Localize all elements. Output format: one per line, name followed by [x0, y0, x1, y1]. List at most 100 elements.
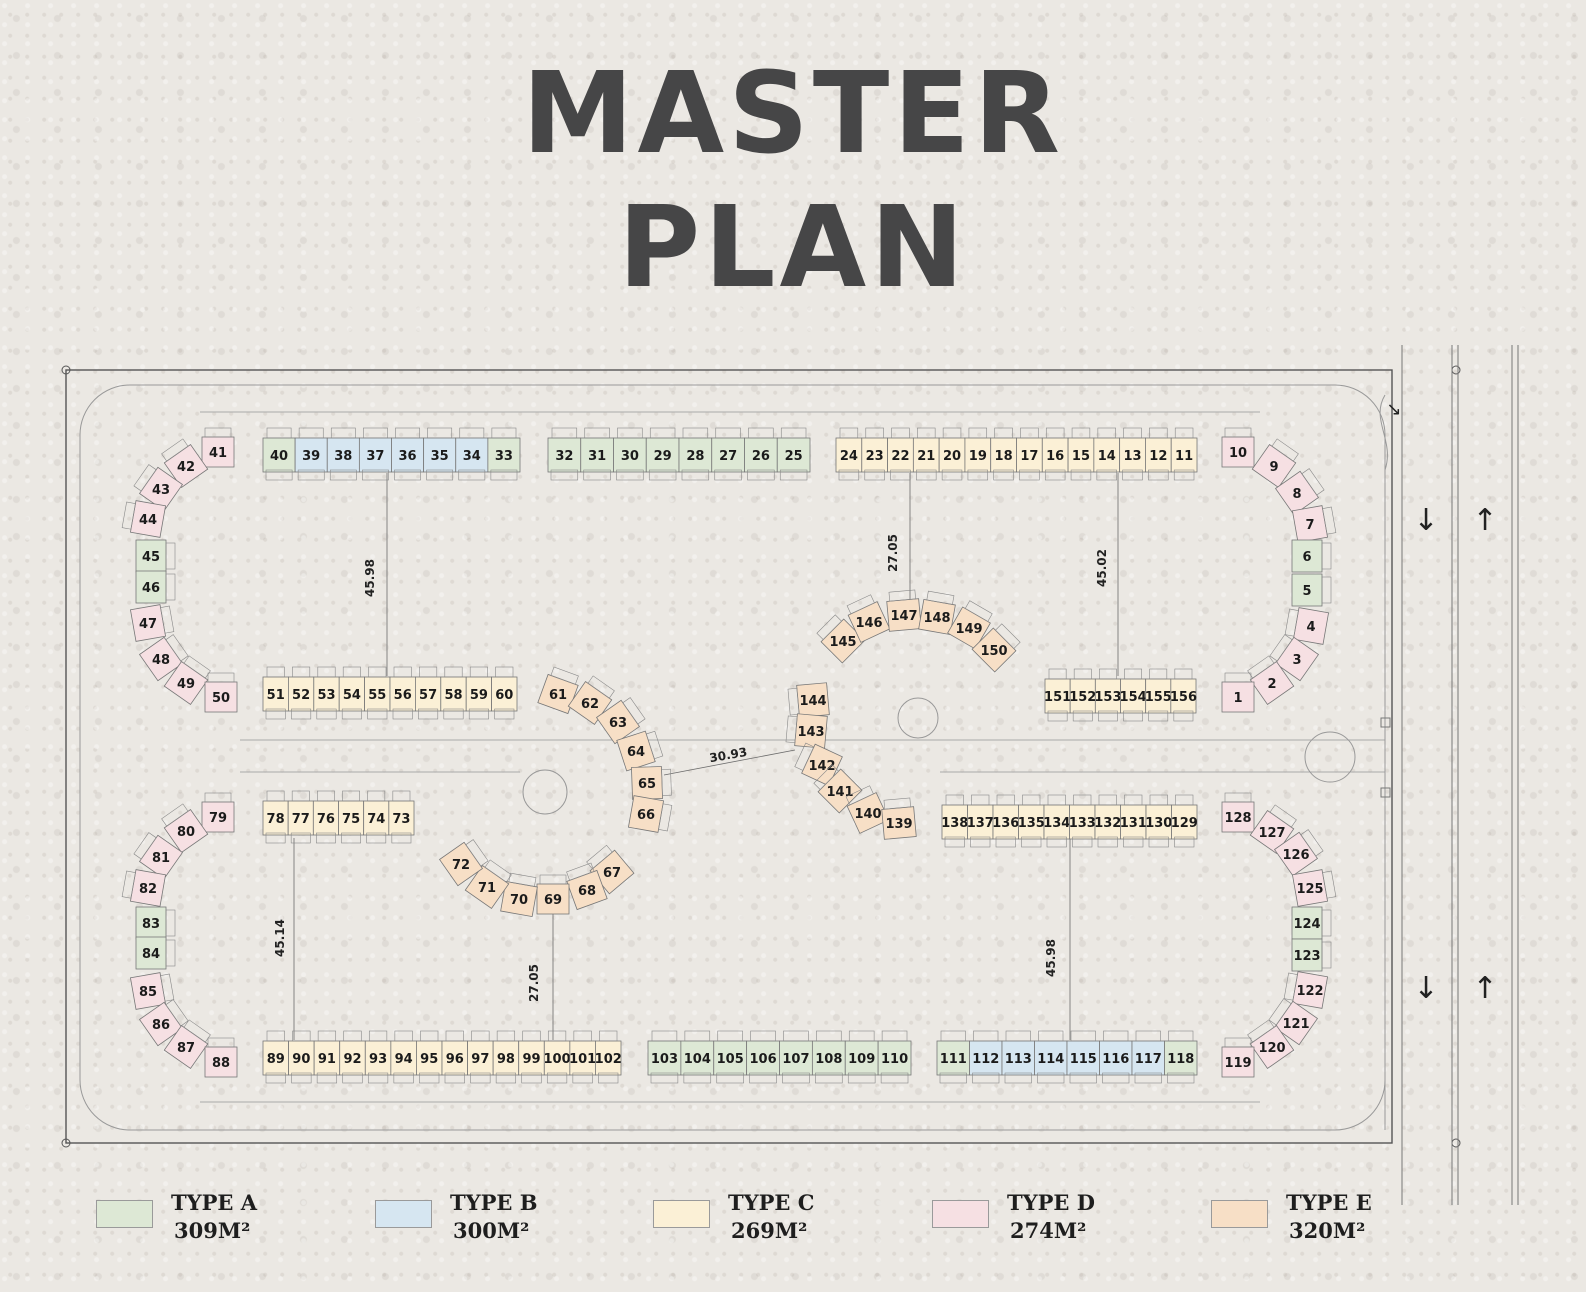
- unit-number: 16: [1046, 449, 1064, 464]
- legend-type-name: TYPE D: [1007, 1190, 1095, 1215]
- unit-15: 15: [1067, 427, 1095, 481]
- unit-number: 137: [967, 816, 994, 831]
- unit-number: 13: [1123, 449, 1141, 464]
- traffic-arrow-icon: ↑: [1472, 503, 1497, 538]
- unit-number: 41: [209, 446, 227, 461]
- unit-number: 59: [470, 688, 488, 703]
- unit-number: 36: [399, 449, 417, 464]
- unit-91: 91: [313, 1030, 341, 1084]
- unit-number: 75: [342, 812, 360, 827]
- unit-83: 83: [135, 906, 176, 940]
- unit-76: 76: [312, 790, 339, 844]
- unit-23: 23: [861, 427, 888, 481]
- unit-66: 66: [627, 795, 673, 833]
- unit-number: 88: [212, 1056, 230, 1071]
- unit-number: 106: [749, 1052, 776, 1067]
- unit-number: 72: [452, 858, 470, 873]
- unit-number: 129: [1171, 816, 1198, 831]
- unit-number: 120: [1258, 1041, 1285, 1056]
- unit-100: 100: [544, 1030, 571, 1084]
- unit-number: 26: [752, 449, 770, 464]
- unit-123: 123: [1291, 938, 1332, 972]
- unit-11: 11: [1170, 427, 1198, 481]
- unit-52: 52: [288, 666, 315, 720]
- unit-number: 134: [1043, 816, 1070, 831]
- unit-number: 91: [318, 1052, 336, 1067]
- unit-number: 96: [446, 1052, 464, 1067]
- unit-number: 78: [267, 812, 285, 827]
- unit-number: 79: [209, 811, 227, 826]
- unit-20: 20: [938, 427, 966, 481]
- unit-number: 71: [478, 881, 496, 896]
- unit-40: 40: [262, 427, 296, 481]
- unit-number: 70: [510, 893, 528, 908]
- unit-7: 7: [1291, 505, 1337, 543]
- unit-number: 112: [972, 1052, 999, 1067]
- unit-number: 99: [522, 1052, 540, 1067]
- unit-124: 124: [1291, 906, 1332, 940]
- unit-21: 21: [912, 427, 940, 481]
- unit-122: 122: [1283, 971, 1329, 1009]
- unit-number: 44: [139, 513, 157, 528]
- unit-34: 34: [455, 427, 489, 481]
- unit-6: 6: [1291, 539, 1332, 573]
- unit-3: 3: [1269, 634, 1320, 682]
- unit-53: 53: [313, 666, 340, 720]
- unit-number: 2: [1267, 677, 1276, 692]
- unit-125: 125: [1291, 869, 1337, 907]
- unit-59: 59: [465, 666, 492, 720]
- unit-77: 77: [287, 790, 314, 844]
- unit-number: 141: [826, 785, 853, 800]
- unit-number: 42: [177, 460, 195, 475]
- unit-74: 74: [363, 790, 390, 844]
- unit-37: 37: [358, 427, 392, 481]
- unit-number: 151: [1044, 690, 1071, 705]
- unit-number: 12: [1149, 449, 1167, 464]
- unit-number: 62: [581, 697, 599, 712]
- unit-number: 45: [142, 550, 160, 565]
- unit-number: 9: [1269, 460, 1278, 475]
- unit-number: 83: [142, 917, 160, 932]
- unit-60: 60: [491, 666, 518, 720]
- unit-99: 99: [518, 1030, 545, 1084]
- unit-number: 77: [292, 812, 310, 827]
- unit-number: 37: [366, 449, 384, 464]
- unit-104: 104: [680, 1030, 715, 1084]
- unit-number: 81: [152, 851, 170, 866]
- unit-number: 117: [1135, 1052, 1162, 1067]
- dimension-label: 45.98: [1044, 939, 1058, 977]
- unit-5: 5: [1291, 573, 1332, 607]
- unit-56: 56: [389, 666, 416, 720]
- unit-number: 31: [588, 449, 606, 464]
- unit-number: 90: [292, 1052, 310, 1067]
- unit-number: 116: [1102, 1052, 1129, 1067]
- unit-44: 44: [121, 500, 167, 538]
- unit-number: 148: [923, 611, 950, 626]
- unit-135: 135: [1018, 794, 1045, 848]
- unit-68: 68: [566, 862, 608, 911]
- unit-9: 9: [1251, 438, 1299, 489]
- unit-113: 113: [1001, 1030, 1035, 1084]
- unit-154: 154: [1120, 668, 1147, 722]
- unit-number: 94: [395, 1052, 413, 1067]
- legend-swatch: [1211, 1200, 1268, 1228]
- unit-number: 115: [1070, 1052, 1097, 1067]
- unit-number: 156: [1170, 690, 1197, 705]
- unit-number: 84: [142, 947, 160, 962]
- unit-number: 145: [829, 635, 856, 650]
- unit-88: 88: [204, 1037, 238, 1078]
- unit-36: 36: [391, 427, 425, 481]
- unit-38: 38: [326, 427, 360, 481]
- unit-number: 27: [719, 449, 737, 464]
- unit-number: 39: [302, 449, 320, 464]
- unit-number: 48: [152, 653, 170, 668]
- unit-84: 84: [135, 936, 176, 970]
- unit-95: 95: [416, 1030, 443, 1084]
- unit-number: 1: [1233, 691, 1242, 706]
- unit-156: 156: [1170, 668, 1197, 722]
- unit-101: 101: [569, 1030, 596, 1084]
- unit-number: 10: [1229, 446, 1247, 461]
- unit-112: 112: [969, 1030, 1003, 1084]
- unit-number: 114: [1037, 1052, 1064, 1067]
